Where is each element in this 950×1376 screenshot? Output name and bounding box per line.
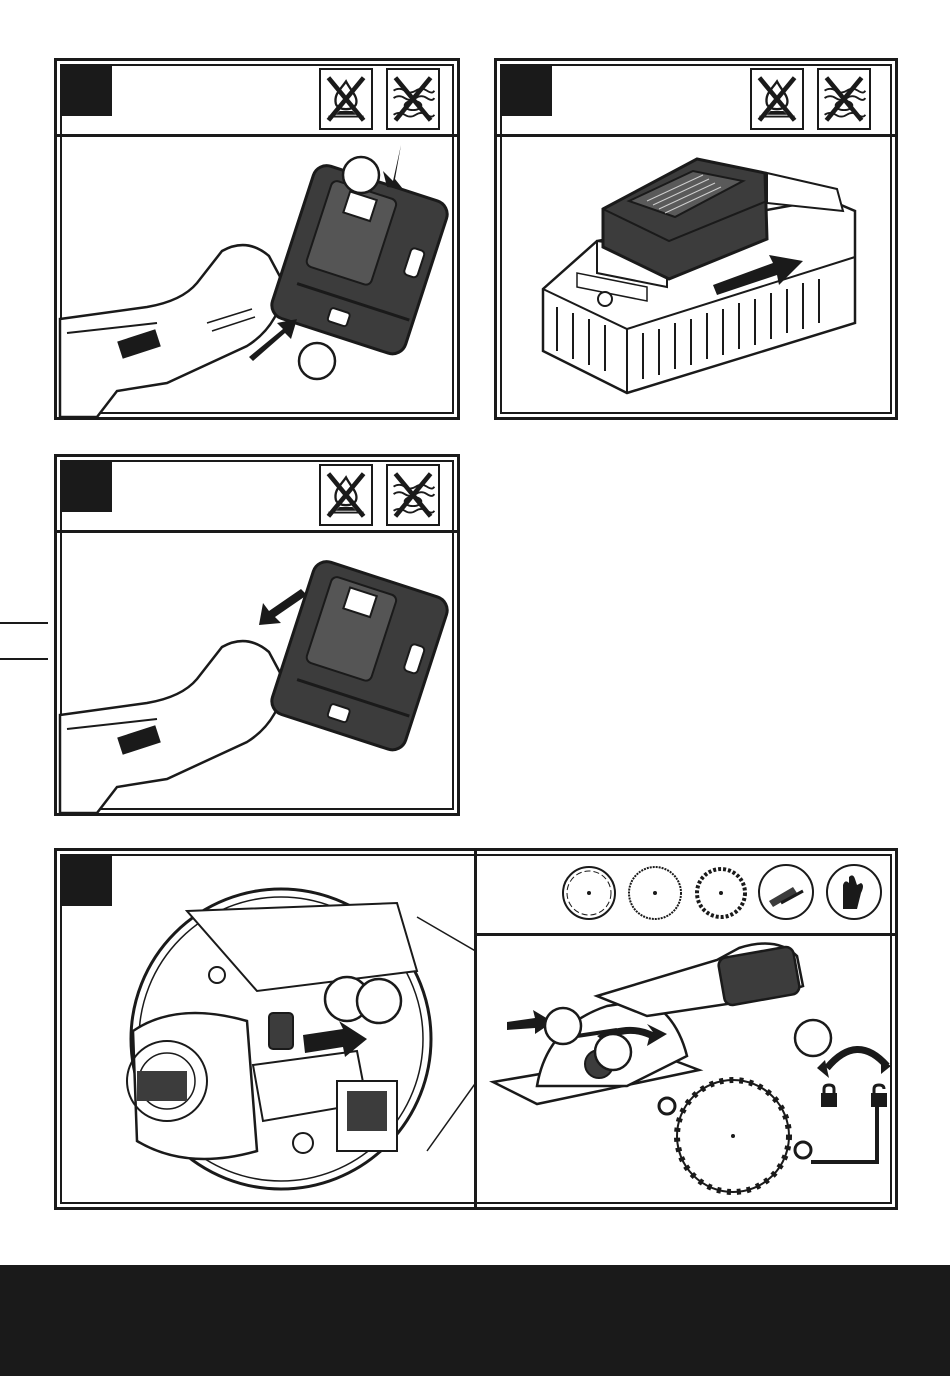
- hex-key-icon: [757, 863, 815, 921]
- battery-insert-illustration: [57, 457, 457, 813]
- margin-rule-bottom: [0, 658, 48, 660]
- tct-blade-icon: [693, 865, 749, 921]
- battery-removal-illustration: [57, 61, 457, 417]
- lock-icon: [819, 1083, 839, 1109]
- spindle-lock-detail-illustration: [57, 851, 474, 1207]
- figure-panel-battery-remove: [54, 58, 460, 420]
- gloves-icon: [825, 863, 883, 921]
- blade-replacement-illustration: [477, 936, 895, 1207]
- abrasive-blade-icon: [627, 865, 683, 921]
- blade-icons-header: [477, 851, 895, 936]
- unlock-icon: [869, 1083, 889, 1109]
- charger-illustration: [497, 61, 895, 417]
- figure-panel-blade-change: [54, 848, 898, 1210]
- page-footer-bar: [0, 1265, 950, 1376]
- figure-panel-battery-charge: [494, 58, 898, 420]
- diamond-blade-icon: [561, 865, 617, 921]
- figure-panel-battery-insert: [54, 454, 460, 816]
- margin-rule-top: [0, 622, 48, 624]
